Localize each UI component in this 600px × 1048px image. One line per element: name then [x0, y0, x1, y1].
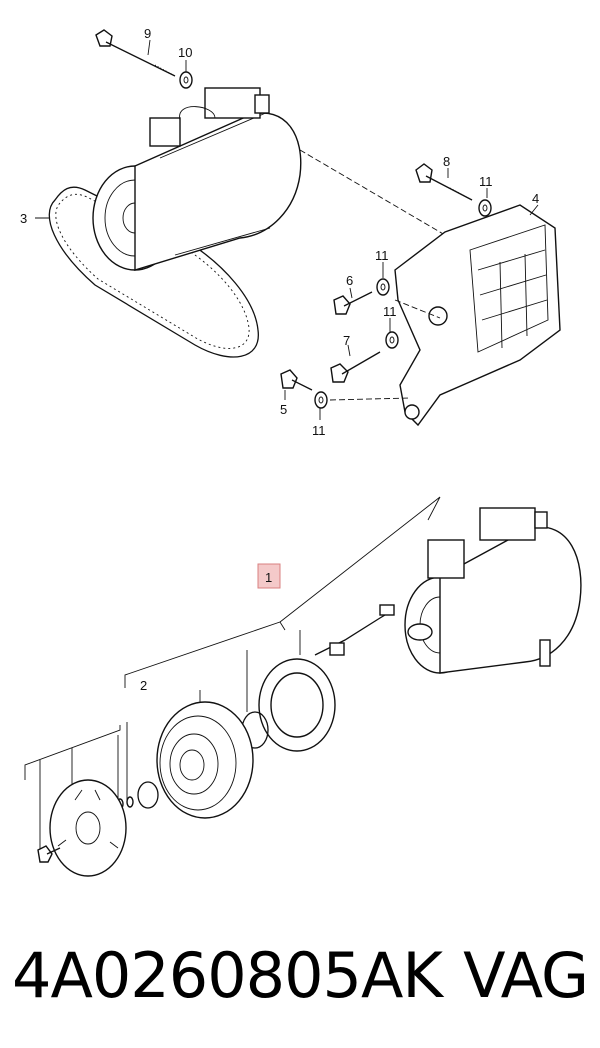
part-number: 4A0260805AK: [12, 938, 443, 1012]
snap-ring-small: [137, 781, 159, 809]
callout-1-highlight: [257, 563, 281, 589]
brand-name: VAG: [463, 938, 589, 1012]
callout-10: 10: [178, 45, 192, 60]
footer-caption: 4A0260805AK VAG: [12, 930, 589, 1020]
clutch-bolt: [37, 845, 61, 863]
pulley: [156, 701, 254, 819]
callout-7: 7: [343, 333, 350, 348]
drive-belt: [48, 186, 259, 358]
compressor-top: [92, 87, 302, 271]
bolt-6: [333, 291, 373, 315]
washer-11-c: [385, 331, 399, 349]
callout-6: 6: [346, 273, 353, 288]
clutch-plate: [49, 779, 127, 877]
callout-11-b: 11: [375, 248, 389, 263]
callout-2: 2: [140, 678, 147, 693]
bolt-9: [95, 29, 176, 77]
callout-1: 1: [265, 570, 272, 585]
coil-wire: [314, 604, 395, 656]
callout-4: 4: [532, 191, 539, 206]
callout-11-d: 11: [312, 423, 326, 438]
field-coil: [258, 658, 336, 752]
callout-3: 3: [20, 211, 27, 226]
compressor-bottom: [404, 507, 582, 674]
washer-11-a: [478, 199, 492, 217]
callout-11-a: 11: [479, 174, 493, 189]
mounting-bracket: [394, 204, 561, 427]
exploded-parts-diagram: 9 10 3 8 11 4 11 6 11 7 5 11 1 2: [20, 26, 582, 877]
callout-5: 5: [280, 402, 287, 417]
bolt-8: [415, 163, 473, 201]
bolt-5: [280, 369, 313, 391]
callout-8: 8: [443, 154, 450, 169]
callout-9: 9: [144, 26, 151, 41]
callout-11-c: 11: [383, 304, 397, 319]
bolt-7: [330, 351, 381, 383]
washer-11-b: [376, 278, 390, 296]
washer-11-d: [314, 391, 328, 409]
washer-10: [179, 71, 193, 89]
